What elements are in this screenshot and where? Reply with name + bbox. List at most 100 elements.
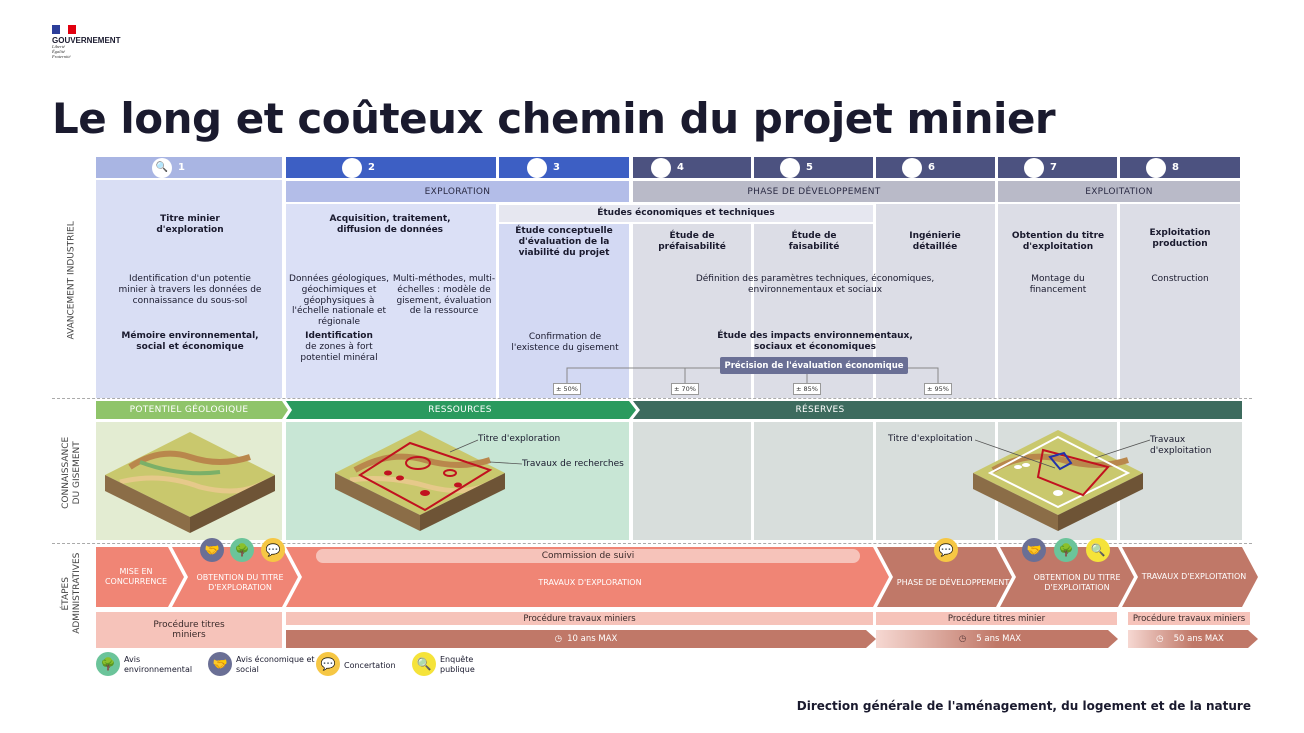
- label-travaux-exploitation: Travaux d'exploitation: [1150, 435, 1212, 456]
- percent-85: ± 85%: [793, 383, 821, 395]
- step-header-8: ⛟8: [1120, 157, 1240, 178]
- step-travaux-exploitation: TRAVAUX D'EXPLOITATION: [1141, 572, 1247, 582]
- chat-icon: 💬: [934, 538, 958, 562]
- c2-right: Multi-méthodes, multi-échelles : modèle …: [392, 274, 496, 317]
- procedure-titres-2: Procédure titres minier: [876, 612, 1117, 625]
- chat-icon: 💬: [316, 652, 340, 676]
- terrain-block-potentiel: [105, 432, 275, 533]
- label-titre-exploitation: Titre d'exploitation: [888, 434, 973, 444]
- government-logo: GOUVERNEMENT Liberté Égalité Fraternité: [52, 25, 120, 60]
- handshake-icon: 🤝: [1022, 538, 1046, 562]
- step-header-5: ▤5: [754, 157, 873, 178]
- c2-left: Données géologiques, géochimiques et géo…: [289, 274, 389, 328]
- procedure-travaux-2: Procédure travaux miniers: [1128, 612, 1250, 625]
- contract-icon: ✎: [1024, 157, 1044, 178]
- precision-label: Précision de l'évaluation économique: [720, 357, 908, 374]
- motto-3: Fraternité: [52, 53, 71, 59]
- handshake-icon: 🤝: [208, 652, 232, 676]
- c2-ident-text: de zones à fort potentiel minéral: [300, 342, 378, 363]
- col-bg-7: [998, 204, 1117, 398]
- step-obtention-exploration: OBTENTION DU TITRE D'EXPLORATION: [196, 573, 284, 592]
- procedure-titres: Procédure titres miniers: [96, 612, 282, 648]
- core-sample-icon: ▥: [527, 157, 547, 178]
- c2-ident-bold: Identification: [305, 331, 373, 341]
- c2-title: Acquisition, traitement, diffusion de do…: [329, 214, 451, 235]
- document-icon: ▤: [780, 157, 800, 178]
- clock-icon: ◷: [958, 634, 967, 644]
- c4-title: Étude de préfaisabilité: [658, 231, 726, 252]
- c3-text: Confirmation de l'existence du gisement: [511, 332, 619, 353]
- map-bg-4: [754, 422, 873, 540]
- step-header-7: ✎7: [998, 157, 1117, 178]
- col-bg-1: [96, 180, 282, 398]
- legend-concert: Concertation: [344, 661, 396, 670]
- magnifier-icon: 🔍: [1086, 538, 1110, 562]
- etudes-header: Études économiques et techniques: [499, 205, 873, 222]
- band-ressources: RESSOURCES: [428, 405, 492, 415]
- motto-1: Liberté: [52, 44, 65, 49]
- admin-arrows: [96, 547, 1258, 607]
- map-leader-lines-1: [449, 439, 523, 465]
- step-header-3: ▥3: [499, 157, 629, 178]
- monitor-chart-icon: ◔: [902, 157, 922, 178]
- label-titre-exploration: Titre d'exploration: [478, 434, 561, 444]
- bands-arrows: [96, 401, 1242, 419]
- legend-enquete: Enquête publique: [440, 655, 475, 674]
- tree-icon: 🌳: [230, 538, 254, 562]
- duration-10: ◷10 ans MAX: [554, 634, 618, 644]
- step-header-1: 🔍1: [96, 157, 282, 178]
- logo-name: GOUVERNEMENT: [52, 36, 121, 45]
- step-header-2: ⚒2: [286, 157, 496, 178]
- percent-50: ± 50%: [553, 383, 581, 395]
- precision-connectors: [566, 367, 939, 383]
- map-leader-lines-2: [975, 439, 1151, 469]
- map-bg-3: [633, 422, 751, 540]
- col-bg-8: [1120, 204, 1240, 398]
- col-bg-3: [499, 224, 629, 398]
- magnifier-icon: 🔍: [412, 652, 436, 676]
- label-travaux-recherches: Travaux de recherches: [522, 459, 624, 469]
- chat-icon: 💬: [261, 538, 285, 562]
- footer-credit: Direction générale de l'aménagement, du …: [796, 699, 1251, 713]
- tree-icon: 🌳: [96, 652, 120, 676]
- band-potentiel: POTENTIEL GÉOLOGIQUE: [129, 405, 249, 415]
- legend-eco: Avis économique et social: [236, 655, 315, 674]
- clock-icon: ◷: [1156, 634, 1164, 644]
- duration-50: ◷50 ans MAX: [1156, 634, 1224, 644]
- tree-icon: 🌳: [1054, 538, 1078, 562]
- c1-bold: Mémoire environnemental, social et écono…: [121, 331, 259, 352]
- step-header-6: ◔6: [876, 157, 995, 178]
- col-bg-2: [286, 204, 496, 398]
- terrain-block-reserves: [973, 430, 1143, 531]
- truck-icon: ⛟: [1146, 157, 1166, 178]
- c3-title: Étude conceptuelle d'évaluation de la vi…: [515, 226, 613, 258]
- c7-title: Obtention du titre d'exploitation: [1011, 231, 1105, 252]
- c7-text: Montage du financement: [1029, 274, 1087, 295]
- step-mise-concurrence: MISE EN CONCURRENCE: [104, 567, 168, 586]
- c8-title: Exploitation production: [1149, 228, 1211, 249]
- document-icon: ▤: [651, 157, 671, 178]
- c5-title: Étude de faisabilité: [788, 231, 840, 252]
- flag-icon: [52, 25, 76, 34]
- step-travaux-exploration: TRAVAUX D'EXPLORATION: [538, 578, 642, 588]
- hammer-icon: ⚒: [342, 157, 362, 178]
- legend-env: Avis environnemental: [124, 655, 193, 674]
- c1-title: Titre minier d'exploration: [156, 214, 224, 235]
- c8-text: Construction: [1151, 274, 1209, 284]
- phase-exploitation: EXPLOITATION: [998, 181, 1240, 202]
- step-obtention-exploitation: OBTENTION DU TITRE D'EXPLOITATION: [1033, 573, 1121, 592]
- duration-arrows: [286, 630, 1258, 648]
- motto-2: Égalité: [52, 48, 65, 54]
- phase-developpement: PHASE DE DÉVELOPPEMENT: [633, 181, 995, 202]
- phase-exploration: EXPLORATION: [286, 181, 629, 202]
- impacts-text: Étude des impacts environnementaux, soci…: [717, 331, 913, 352]
- step-phase-developpement: PHASE DE DÉVELOPPEMENT: [896, 578, 1010, 588]
- page-title: Le long et coûteux chemin du projet mini…: [52, 94, 1056, 143]
- c1-text: Identification d'un potentie minier à tr…: [118, 274, 262, 306]
- param-text: Définition des paramètres techniques, éc…: [695, 274, 935, 295]
- step-header-4: ▤4: [633, 157, 751, 178]
- handshake-icon: 🤝: [200, 538, 224, 562]
- rock-magnifier-icon: 🔍: [152, 157, 172, 178]
